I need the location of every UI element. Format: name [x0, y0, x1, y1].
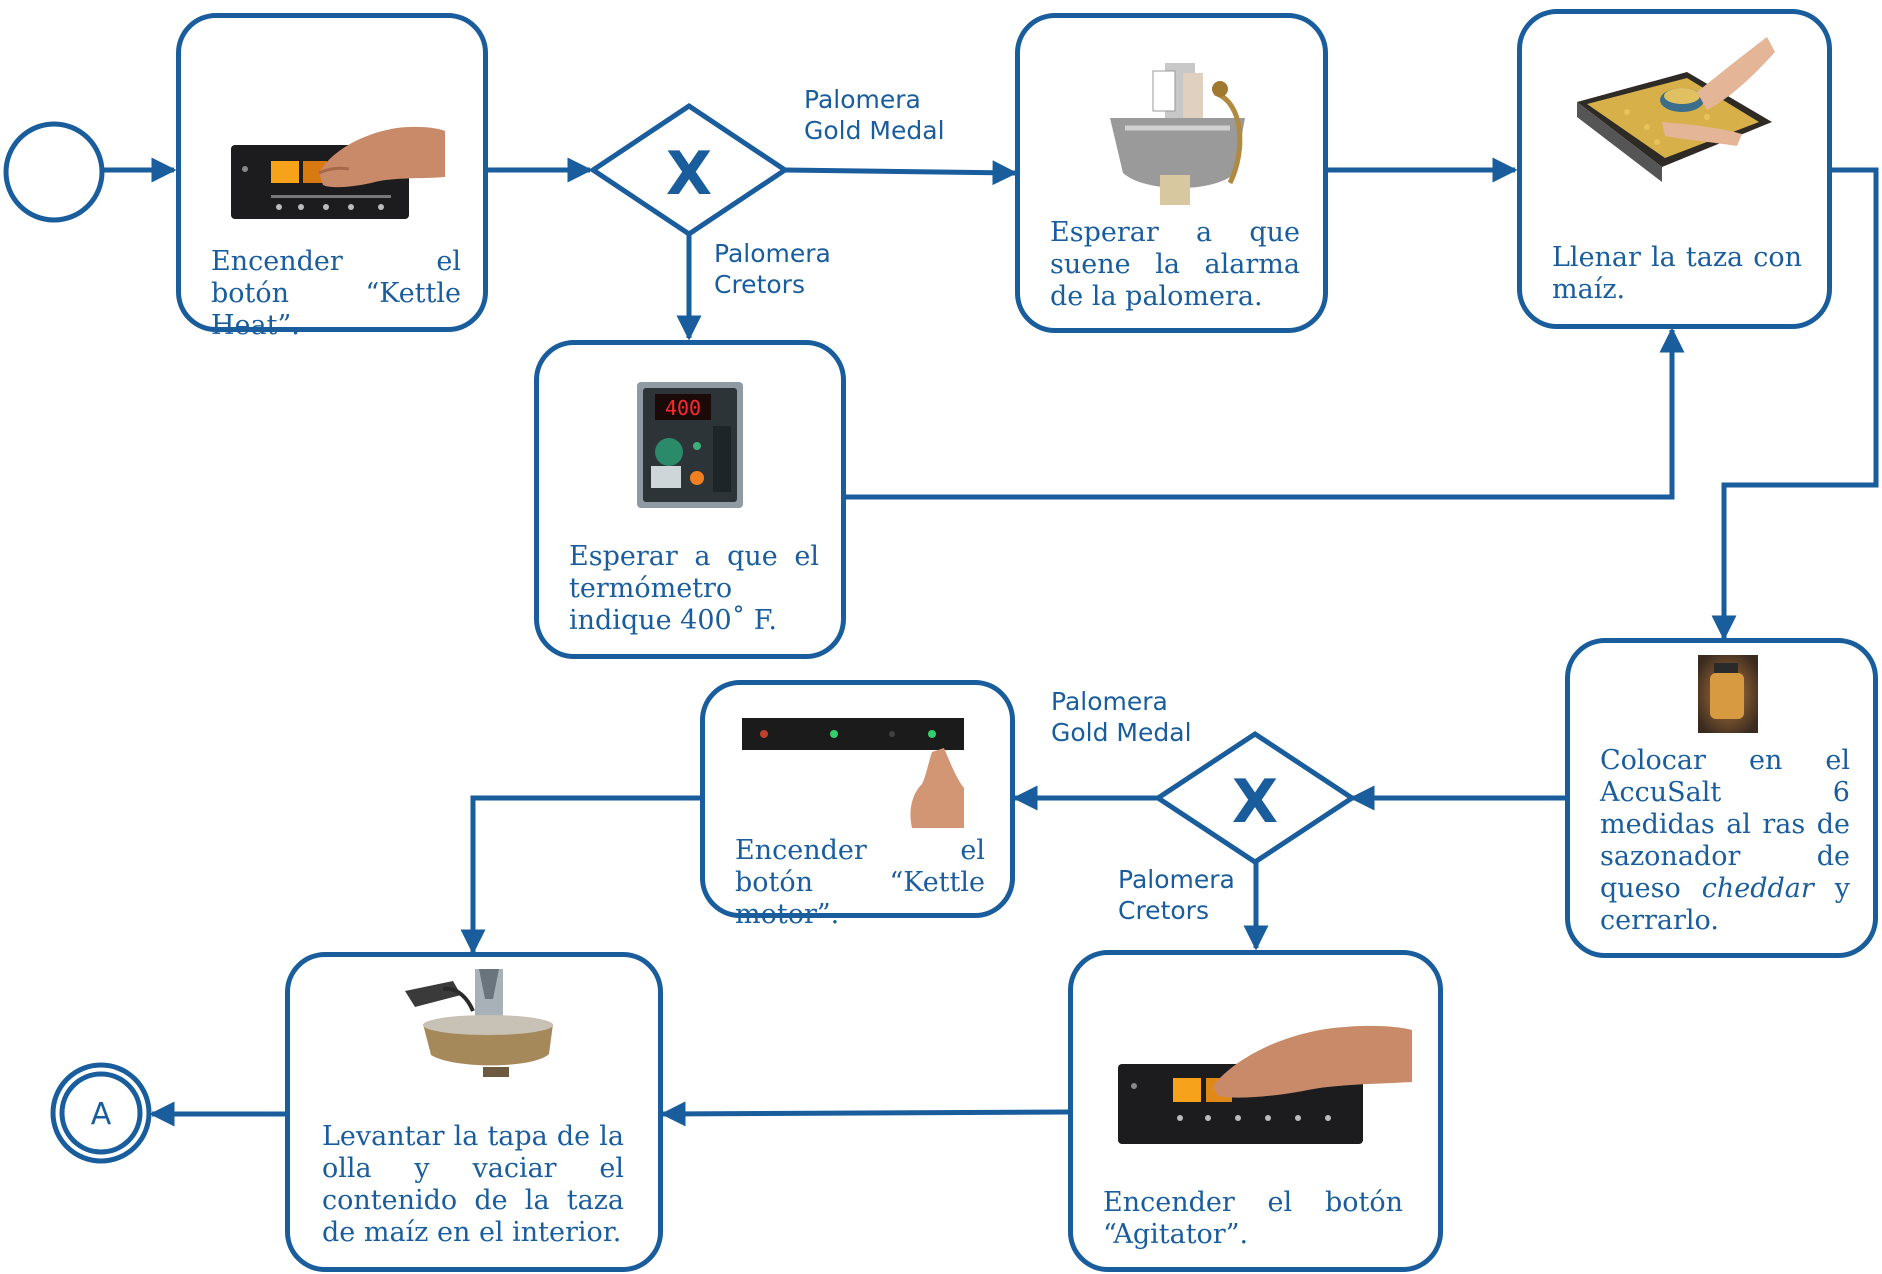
end-event-label: A — [91, 1097, 112, 1132]
flow-kettle-motor-to-empty-cup — [460, 795, 700, 955]
control-panel-finger-photo — [231, 126, 445, 219]
task-wait-thermometer-text: Esperar a que el termómetro indique 400˚… — [569, 541, 819, 636]
flow-gateway1-to-wait-alarm — [784, 160, 1018, 186]
branch-label-gw2-gold-medal: Palomera Gold Medal — [1051, 687, 1192, 747]
end-event: A — [50, 1062, 152, 1164]
task-empty-cup-text: Levantar la tapa de la olla y vaciar el … — [322, 1121, 624, 1248]
start-event — [3, 121, 105, 223]
thermometer-panel-photo: 400 — [637, 382, 743, 508]
branch-label-gw1-gold-medal: Palomera Gold Medal — [804, 85, 945, 145]
switch-panel-finger-photo — [742, 718, 964, 828]
exclusive-gateway-1: X — [588, 102, 790, 238]
task-fill-cup-text: Llenar la taza con maíz. — [1552, 242, 1802, 305]
branch-label-gw2-cretors: Palomera Cretors — [1118, 865, 1235, 925]
kettle-lid-photo — [405, 969, 553, 1077]
task-agitator-text: Encender el botón “Agitator”. — [1103, 1187, 1403, 1250]
task-kettle-motor: Encender el botón “Kettle motor”. — [700, 680, 1015, 930]
task-accusalt-text: Colocar en el AccuSalt 6 medidas al ras … — [1600, 745, 1850, 936]
task-empty-cup: Levantar la tapa de la olla y vaciar el … — [285, 952, 663, 1272]
task-wait-alarm: Esperar a que suene la alarma de la palo… — [1015, 13, 1328, 333]
flow-agitator-to-empty-cup — [660, 1101, 1069, 1127]
task-fill-cup: Llenar la taza con maíz. — [1517, 9, 1832, 329]
flow-wait-thermometer-to-fill-cup — [846, 327, 1685, 500]
task-wait-thermometer: 400 Esperar a que el termómetro indique … — [534, 340, 846, 659]
task-wait-alarm-text: Esperar a que suene la alarma de la palo… — [1050, 217, 1300, 312]
popcorn-kettle-photo — [1110, 63, 1245, 205]
gateway-1-x: X — [666, 139, 712, 209]
flow-fill-cup-to-accusalt — [1711, 167, 1879, 641]
gateway-2-x: X — [1232, 767, 1278, 837]
corn-tray-cup-photo — [1577, 37, 1775, 182]
branch-label-gw1-cretors: Palomera Cretors — [714, 239, 831, 299]
task-accusalt: Colocar en el AccuSalt 6 medidas al ras … — [1565, 638, 1878, 958]
thermometer-display: 400 — [665, 396, 701, 420]
exclusive-gateway-2: X — [1153, 731, 1357, 865]
seasoning-container-photo — [1698, 655, 1758, 733]
control-panel-finger-photo-2 — [1118, 1025, 1412, 1144]
task-agitator: Encender el botón “Agitator”. — [1068, 950, 1443, 1272]
task-kettle-heat-text: Encender el botón “Kettle Heat”. — [211, 246, 461, 341]
task-kettle-motor-text: Encender el botón “Kettle motor”. — [735, 835, 985, 930]
task-kettle-heat: Encender el botón “Kettle Heat”. — [176, 13, 488, 341]
